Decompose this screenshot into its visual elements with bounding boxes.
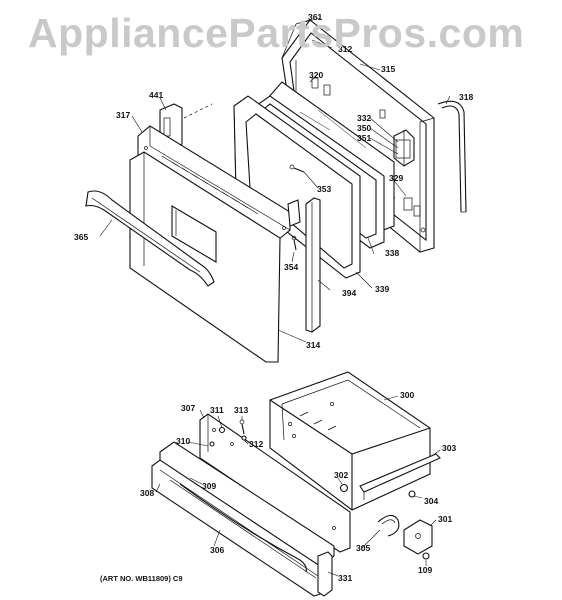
art-number-label: (ART NO. WB11809) C9 — [100, 574, 183, 583]
drawer-rail-303 — [359, 453, 441, 500]
latch-bracket-332 — [393, 129, 415, 167]
callout-361: 361 — [308, 12, 322, 22]
callout-307: 307 — [181, 403, 195, 413]
drawer-clip-305 — [377, 514, 400, 537]
callout-365: 365 — [74, 232, 88, 242]
callout-312-lower: 312 — [249, 439, 263, 449]
callout-331: 331 — [338, 573, 352, 583]
watermark-text: AppliancePartsPros.com — [28, 10, 525, 56]
callout-320: 320 — [309, 70, 323, 80]
callout-354: 354 — [284, 262, 298, 272]
drawer-inner-panel-307 — [199, 413, 351, 553]
callout-308: 308 — [140, 488, 154, 498]
callout-305: 305 — [356, 543, 370, 553]
screw-109 — [422, 552, 430, 560]
callout-303: 303 — [442, 443, 456, 453]
callout-339: 339 — [375, 284, 389, 294]
door-side-channel-394 — [305, 197, 321, 333]
callout-300: 300 — [400, 390, 414, 400]
callout-315: 315 — [381, 64, 395, 74]
callout-332: 332 — [357, 113, 371, 123]
callout-314: 314 — [306, 340, 320, 350]
callout-351: 351 — [357, 133, 371, 143]
door-gasket-318 — [437, 100, 467, 213]
door-handle-365 — [85, 190, 215, 287]
callout-350: 350 — [357, 123, 371, 133]
callout-310: 310 — [176, 436, 190, 446]
callout-304: 304 — [424, 496, 438, 506]
callout-317: 317 — [116, 110, 130, 120]
door-outer-panel-314 — [129, 151, 281, 363]
callout-302: 302 — [334, 470, 348, 480]
callout-311: 311 — [210, 405, 224, 415]
hinge-clip-small — [287, 199, 301, 227]
screw-353 — [289, 164, 305, 173]
screw-313 — [239, 419, 245, 435]
screw-354 — [291, 235, 297, 251]
callout-318: 318 — [459, 92, 473, 102]
callout-309: 309 — [202, 481, 216, 491]
callout-306: 306 — [210, 545, 224, 555]
drawer-end-cap-331 — [317, 551, 333, 597]
screw-311 — [218, 426, 226, 434]
screw-312-lower — [241, 435, 247, 441]
callout-301: 301 — [438, 514, 452, 524]
screw-310 — [209, 441, 215, 447]
callout-394: 394 — [342, 288, 356, 298]
callout-353: 353 — [317, 184, 331, 194]
callout-313: 313 — [234, 405, 248, 415]
leader-lines — [99, 17, 451, 577]
callout-441: 441 — [149, 90, 163, 100]
screw-304 — [408, 490, 416, 498]
callout-329: 329 — [389, 173, 403, 183]
callout-labels: 361 312 320 315 318 441 317 332 350 351 … — [74, 12, 473, 583]
callout-109: 109 — [418, 565, 432, 575]
callout-312-upper: 312 — [338, 44, 352, 54]
drawer-roller-302 — [339, 483, 349, 493]
drawer-bracket-301 — [403, 519, 433, 555]
callout-338: 338 — [385, 248, 399, 258]
